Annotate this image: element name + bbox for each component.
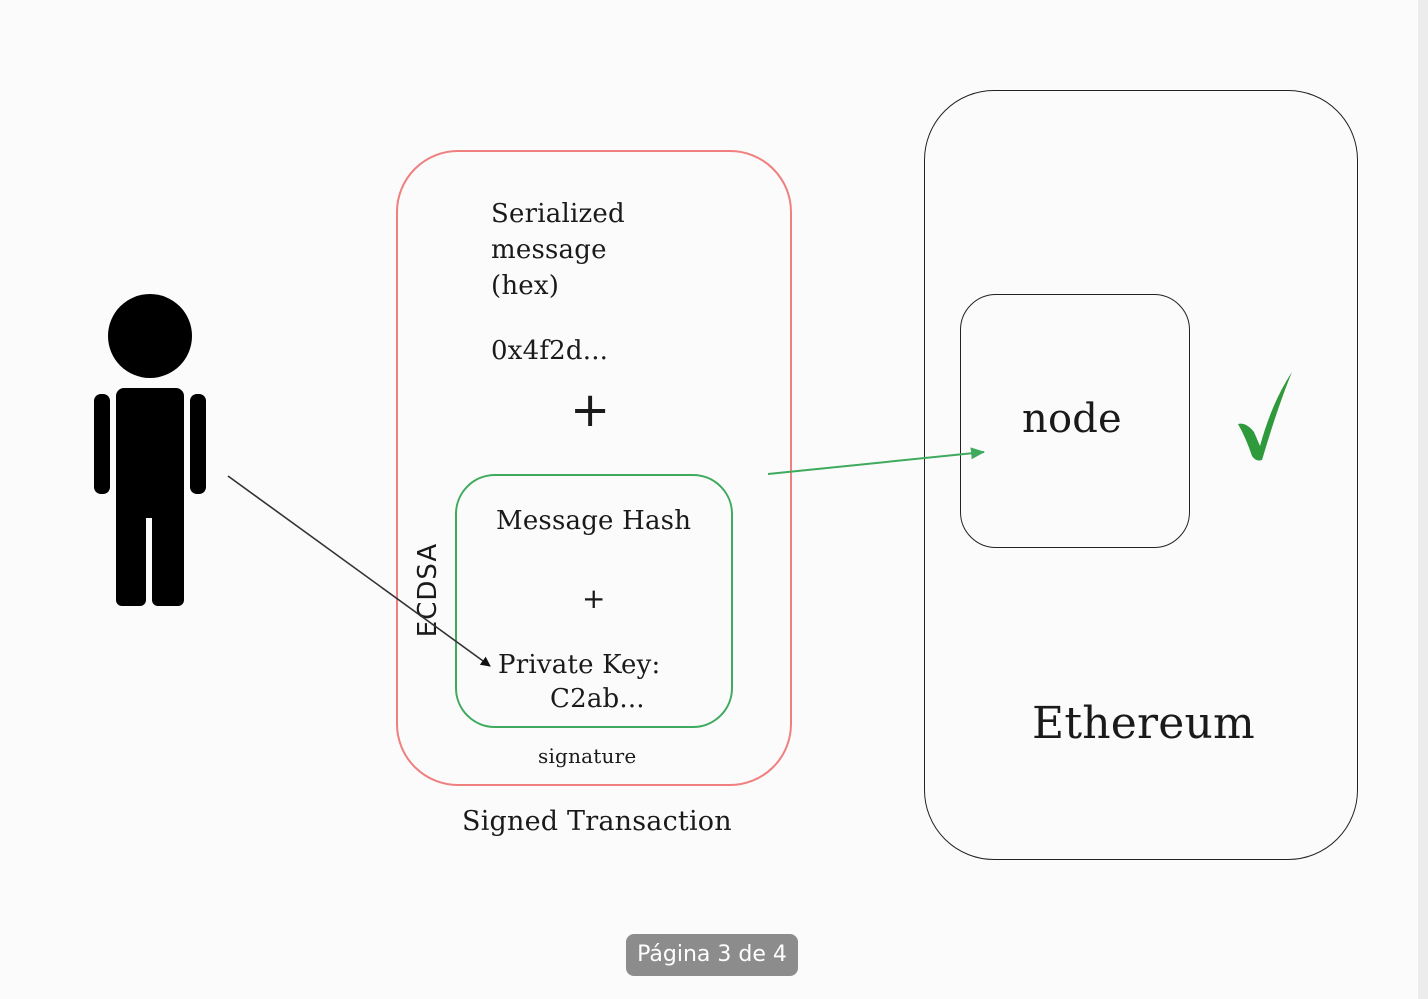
private-key-value: C2ab... — [550, 684, 645, 714]
check-icon — [1238, 372, 1292, 461]
private-key-label: Private Key: — [498, 650, 661, 680]
person-icon — [94, 294, 206, 606]
ethereum-label: Ethereum — [1032, 698, 1255, 749]
serialized-message-line: (hex) — [491, 271, 560, 301]
message-hash-label: Message Hash — [496, 506, 692, 536]
ecdsa-label: ECDSA — [413, 542, 443, 638]
page-indicator: Página 3 de 4 — [626, 934, 798, 976]
plus-sign-small: + — [582, 582, 606, 615]
node-label: node — [1022, 396, 1122, 442]
ethereum-box — [924, 90, 1358, 860]
viewer-edge — [1418, 0, 1428, 999]
signature-caption: signature — [538, 744, 637, 768]
serialized-message-line: Serialized — [491, 199, 625, 229]
hex-value: 0x4f2d... — [491, 336, 609, 366]
node-box — [960, 294, 1190, 548]
serialized-message-label: Serialized message (hex) — [491, 196, 711, 304]
plus-sign: + — [570, 382, 611, 438]
serialized-message-line: message — [491, 235, 607, 265]
signed-transaction-caption: Signed Transaction — [462, 806, 732, 837]
